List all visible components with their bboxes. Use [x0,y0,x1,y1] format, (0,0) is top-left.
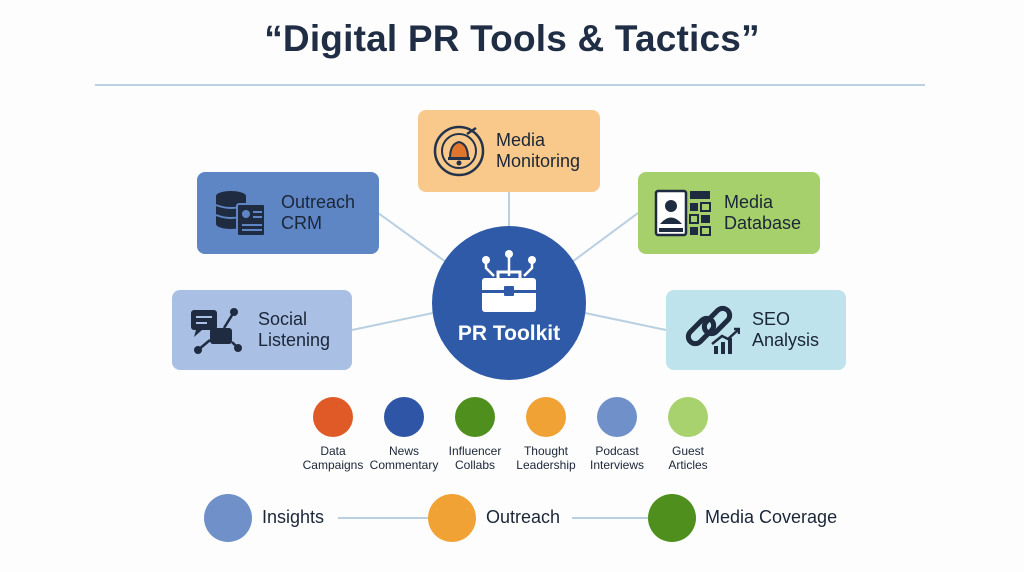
hub-label: PR Toolkit [457,322,561,345]
flow-connector [572,517,648,519]
connector-seo-analysis [584,312,667,331]
flow-dot-media-coverage [648,494,696,542]
hub-pr-toolkit: PR Toolkit [432,226,586,380]
tactic-label: Thought Leadership [516,444,576,472]
tool-label: Outreach CRM [281,192,356,233]
tool-label: SEO Analysis [752,309,820,350]
toolbox-icon [482,250,536,312]
database-contact-icon [215,191,266,237]
tool-seo-analysis: SEO Analysis [666,290,846,370]
connector-social-listening [351,312,434,331]
connector-outreach-crm [377,212,447,263]
connector-media-database [571,212,639,263]
tool-label: Media Database [724,192,802,233]
tactic-dot-news-commentary [384,397,424,437]
tactic-label: Guest Articles [668,444,708,472]
tactic-label: Influencer Collabs [448,444,502,472]
chat-network-icon [191,308,242,354]
tool-social-listening: Social Listening [172,290,352,370]
tool-label: Social Listening [258,309,331,350]
tactic-label: Data Campaigns [302,444,364,472]
tactic-label: Podcast Interviews [589,444,645,472]
radar-bell-icon [433,125,485,177]
flow-label: Media Coverage [705,507,838,527]
flow-label: Outreach [486,507,561,527]
tool-media-monitoring: Media Monitoring [418,110,600,192]
page-title: “Digital PR Tools & Tactics” [264,18,760,59]
tactic-dot-podcast-interviews [597,397,637,437]
flow-dot-insights [204,494,252,542]
flow-connector [338,517,428,519]
tool-media-database: Media Database [638,172,820,254]
link-chart-icon [685,305,740,354]
tactic-dot-influencer-collabs [455,397,495,437]
journalist-card-icon [654,189,711,237]
tool-outreach-crm: Outreach CRM [197,172,379,254]
tactic-dot-data-campaigns [313,397,353,437]
flow-dot-outreach [428,494,476,542]
tactic-label: News Commentary [369,444,439,472]
tactic-dot-thought-leadership [526,397,566,437]
flow-label: Insights [262,507,325,527]
tool-label: Media Monitoring [496,130,581,171]
title-divider [95,84,925,86]
tactic-dot-guest-articles [668,397,708,437]
